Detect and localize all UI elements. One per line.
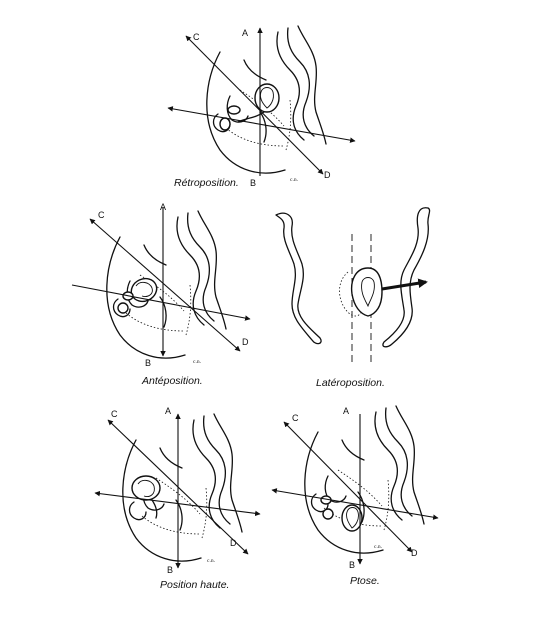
label-a: A	[160, 202, 166, 212]
caption-lateroposition: Latéroposition.	[316, 377, 385, 389]
uterus-shape	[350, 267, 383, 317]
caption-retroposition: Rétroposition.	[174, 177, 239, 189]
axis-c-d	[283, 421, 413, 553]
label-d: D	[242, 337, 249, 347]
label-c: C	[292, 413, 299, 423]
label-b: B	[250, 178, 256, 188]
panel-anteposition: A B C D c.n. Antéposition.	[71, 202, 251, 387]
label-d: D	[324, 170, 331, 180]
label-d: D	[230, 538, 237, 548]
label-cn: c.n.	[290, 177, 299, 183]
label-b: B	[349, 560, 355, 570]
lateral-shift-arrow	[381, 278, 428, 291]
label-d: D	[411, 548, 418, 558]
label-cn: c.n.	[207, 558, 216, 564]
panel-ptose: A B C D c.n. Ptose.	[271, 405, 439, 587]
axis-c-d	[89, 218, 241, 352]
axis-c-d	[185, 35, 324, 175]
panel-position-haute: A B C D c.n. Position haute.	[94, 406, 261, 591]
panel-retroposition: A B C D c.n. Rétroposition.	[167, 25, 356, 189]
caption-ptose: Ptose.	[350, 575, 380, 587]
label-b: B	[167, 565, 173, 575]
label-a: A	[242, 28, 248, 38]
label-c: C	[98, 210, 105, 220]
uterus-shape	[341, 504, 363, 532]
caption-position-haute: Position haute.	[160, 579, 229, 591]
label-cn: c.n.	[193, 359, 202, 365]
label-c: C	[111, 409, 118, 419]
panel-lateroposition: Latéroposition.	[275, 207, 431, 389]
caption-anteposition: Antéposition.	[141, 375, 203, 387]
label-a: A	[165, 406, 171, 416]
label-c: C	[193, 32, 200, 42]
label-cn: c.n.	[374, 544, 383, 550]
label-b: B	[145, 358, 151, 368]
axis-c-d	[107, 419, 249, 555]
label-a: A	[343, 406, 349, 416]
